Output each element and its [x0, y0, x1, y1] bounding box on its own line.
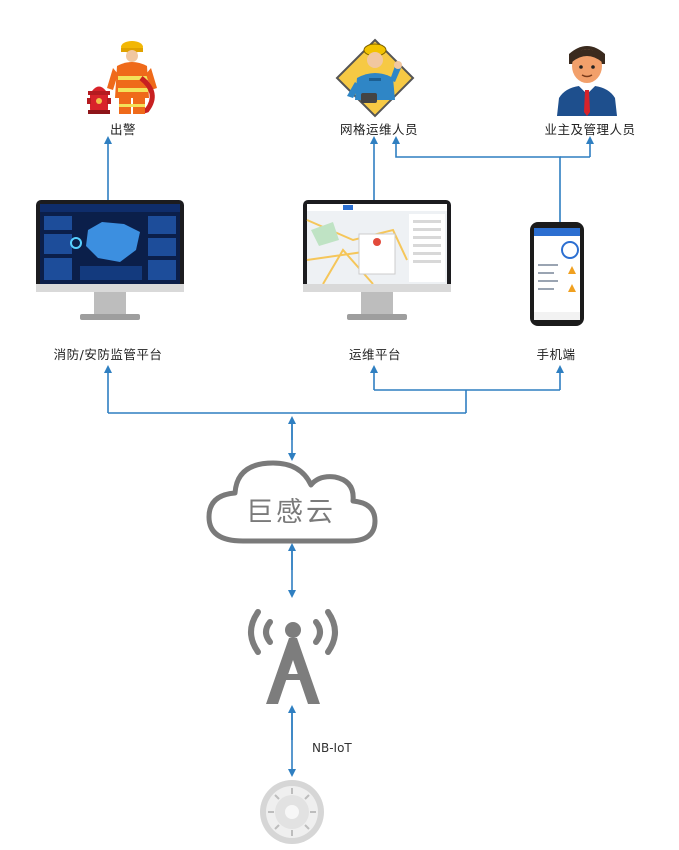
manager-icon: [557, 46, 617, 116]
maintenance-worker-icon: [335, 38, 415, 118]
cell-tower-icon: [248, 609, 338, 704]
monitor-dashboard-icon: [36, 200, 184, 320]
fire-platform-label: 消防/安防监管平台: [53, 347, 163, 362]
mobile-label: 手机端: [536, 347, 576, 362]
cloud-label: 巨感云: [246, 497, 336, 528]
smartphone-icon: [530, 222, 584, 326]
monitor-map-icon: [303, 200, 451, 320]
fire-hydrant-icon: [87, 86, 111, 114]
arrow-phone-to-grid: [392, 136, 561, 222]
ops-platform-label: 运维平台: [348, 347, 402, 362]
protocol-label: NB-IoT: [312, 741, 352, 755]
firefighter-icon: [87, 41, 157, 114]
owner-admin-label: 业主及管理人员: [544, 122, 636, 137]
smoke-detector-icon: [260, 780, 324, 844]
grid-staff-label: 网格运维人员: [339, 122, 419, 137]
dispatch-label: 出警: [109, 122, 137, 137]
cloud-icon: [206, 460, 378, 544]
